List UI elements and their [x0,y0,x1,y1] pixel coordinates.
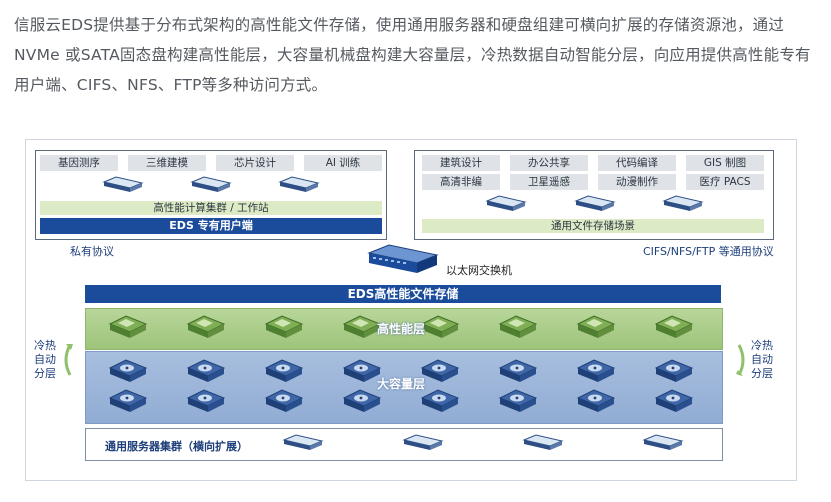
hdd-drive-icon [108,358,148,388]
capacity-tier [85,351,723,424]
ssd-drive-icon [498,314,538,344]
ssd-drive-icon [108,314,148,344]
intro-paragraph: 信服云EDS提供基于分布式架构的高性能文件存储，使用通用服务器和硬盘组建可横向扩… [14,16,811,94]
tiering-label-left: 冷热自动分层 [34,339,56,380]
hpc-cluster-label: 高性能计算集群 / 工作站 [40,201,382,215]
hdd-drive-icon [264,358,304,388]
server-icon [102,176,144,192]
server-icon [662,195,704,211]
eds-storage-title: EDS高性能文件存储 [85,285,721,303]
hdd-drive-icon [186,388,226,418]
hdd-drive-icon [108,388,148,418]
chip-medical-pacs: 医疗 PACS [686,174,764,190]
tiering-arrow-icon [736,344,745,376]
server-icon [402,434,444,450]
ssd-drive-icon [576,314,616,344]
server-icon [282,434,324,450]
private-protocol-label: 私有协议 [70,245,114,258]
hdd-drive-icon [498,388,538,418]
chip-hd-editing: 高清非编 [422,174,500,190]
ssd-drive-icon [342,314,382,344]
ssd-drive-icon [654,314,694,344]
server-icon [278,176,320,192]
hdd-drive-icon [654,358,694,388]
server-cluster-label: 通用服务器集群（横向扩展） [105,440,248,453]
server-icon [642,434,684,450]
high-performance-tier-label: 高性能层 [377,322,426,336]
ethernet-switch-icon [367,244,439,273]
ssd-drive-icon [186,314,226,344]
ssd-drive-icon [420,314,460,344]
chip-office-sharing: 办公共享 [510,155,588,171]
chip-gene-sequencing: 基因测序 [40,155,118,171]
hdd-drive-icon [186,358,226,388]
chip-ai-training: AI 训练 [304,155,382,171]
tiering-arrow-icon [64,344,73,376]
hdd-drive-icon [498,358,538,388]
hdd-drive-icon [342,358,382,388]
server-icon [574,195,616,211]
hdd-drive-icon [264,388,304,418]
chip-satellite-sensing: 卫星遥感 [510,174,588,190]
ssd-drive-icon [264,314,304,344]
tiering-label-right: 冷热自动分层 [751,339,773,380]
server-cluster-box [85,428,723,461]
chip-animation: 动漫制作 [598,174,676,190]
capacity-tier-label: 大容量层 [377,377,426,391]
server-icon [485,195,527,211]
hdd-drive-icon [420,388,460,418]
general-storage-scene-label: 通用文件存储场景 [422,219,764,233]
switch-label: 以太网交换机 [446,264,512,277]
hdd-drive-icon [654,388,694,418]
high-performance-tier [85,308,723,350]
server-icon [522,434,564,450]
chip-architecture-design: 建筑设计 [422,155,500,171]
chip-gis-mapping: GIS 制图 [686,155,764,171]
hdd-drive-icon [576,358,616,388]
eds-client-bar: EDS 专有用户端 [40,218,382,234]
general-protocol-label: CIFS/NFS/FTP 等通用协议 [643,245,774,258]
chip-chip-design: 芯片设计 [216,155,294,171]
hdd-drive-icon [576,388,616,418]
chip-3d-modeling: 三维建模 [128,155,206,171]
chip-code-compile: 代码编译 [598,155,676,171]
hdd-drive-icon [342,388,382,418]
server-icon [190,176,232,192]
hdd-drive-icon [420,358,460,388]
